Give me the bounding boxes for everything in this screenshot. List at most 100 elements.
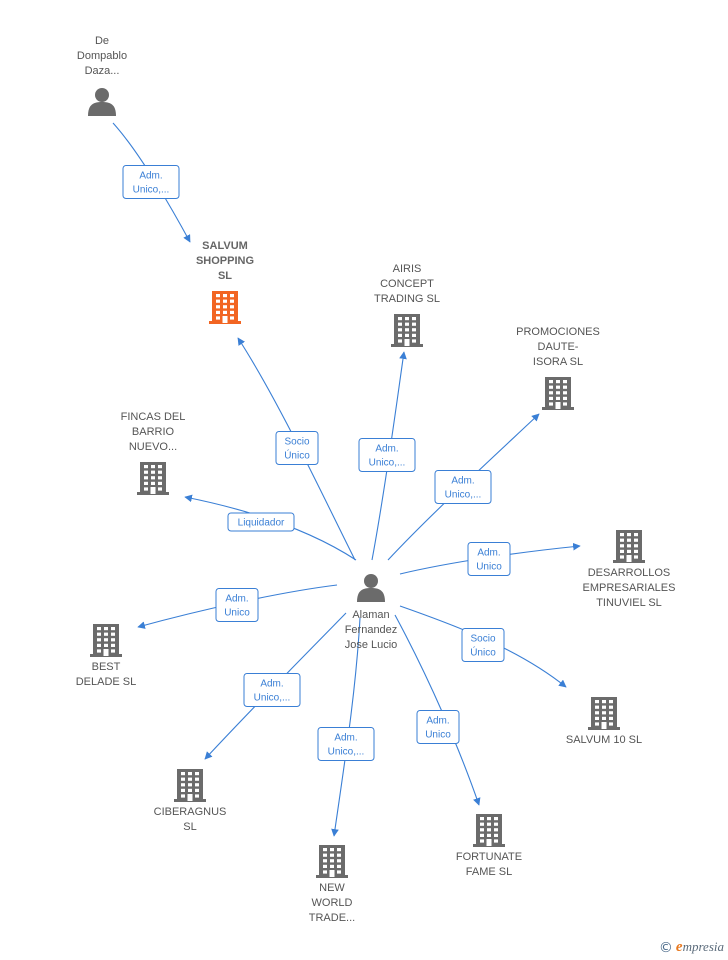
node-best[interactable]: BEST DELADE SL — [76, 624, 137, 688]
node-label: CONCEPT — [380, 278, 434, 290]
node-label: EMPRESARIALES — [583, 582, 676, 594]
edge-label-box[interactable] — [122, 165, 180, 199]
copyright-icon: © — [658, 939, 673, 956]
edge-label-text: Unico — [425, 730, 451, 741]
edge-label-text: Adm. — [477, 548, 500, 559]
person-icon[interactable] — [357, 574, 385, 602]
brand-logo[interactable]: empresia — [675, 939, 724, 955]
node-label: DESARROLLOS — [588, 567, 671, 579]
edge-label-text: Unico,... — [445, 490, 482, 501]
building-icon[interactable] — [391, 314, 423, 347]
node-label: FORTUNATE — [456, 851, 522, 863]
edge-label-text: Adm. — [139, 171, 162, 182]
node-label: NUEVO... — [129, 441, 177, 453]
edge-alaman-best[interactable]: Adm. Unico — [137, 584, 338, 629]
edge-label-text: Adm. — [225, 594, 248, 605]
edge-label-box[interactable] — [467, 542, 511, 576]
node-fortunate[interactable]: FORTUNATE FAME SL — [456, 814, 522, 878]
node-label: Fernandez — [345, 624, 398, 636]
node-label: FAME SL — [466, 866, 512, 878]
node-label: SALVUM 10 SL — [566, 734, 642, 746]
node-salvum10[interactable]: SALVUM 10 SL — [566, 697, 642, 746]
building-icon[interactable] — [90, 624, 122, 657]
node-fincas[interactable]: FINCAS DEL BARRIO NUEVO... — [121, 411, 186, 495]
edge-label-box[interactable] — [227, 512, 295, 532]
building-icon[interactable] — [473, 814, 505, 847]
node-label: BEST — [92, 661, 121, 673]
node-label: De — [95, 35, 109, 47]
edge-label-box[interactable] — [243, 673, 301, 707]
node-newworld[interactable]: NEW WORLD TRADE... — [309, 845, 355, 924]
person-icon[interactable] — [88, 88, 116, 116]
node-label: DELADE SL — [76, 676, 137, 688]
node-label: SHOPPING — [196, 255, 254, 267]
edge-label-text: Unico — [224, 608, 250, 619]
edge-label-text: Unico,... — [369, 458, 406, 469]
edge-alaman-ciberagnus[interactable]: Adm.Unico,... — [204, 612, 347, 760]
edge-alaman-desarrollos[interactable]: Adm. Unico — [399, 542, 581, 576]
edge-label-text: Socio — [284, 437, 309, 448]
node-label: FINCAS DEL — [121, 411, 186, 423]
node-label: DAUTE- — [538, 341, 579, 353]
edge-label-box[interactable] — [317, 727, 375, 761]
edge-alaman-airis[interactable]: Adm. Unico,... — [358, 351, 416, 561]
edge-label-box[interactable] — [416, 710, 460, 744]
node-label: TRADE... — [309, 912, 355, 924]
node-dedompablo[interactable]: DeDompabloDaza... — [77, 35, 127, 116]
edge-label-text: Adm. — [426, 716, 449, 727]
edge-label-text: Adm. — [375, 444, 398, 455]
node-label: NEW — [319, 882, 345, 894]
node-label: Alaman — [352, 609, 389, 621]
edge-label-box[interactable] — [215, 588, 259, 622]
edge-alaman-newworld[interactable]: Adm.Unico,... — [317, 617, 375, 837]
node-promociones[interactable]: PROMOCIONES DAUTE- ISORA SL — [516, 326, 600, 410]
edge-label-text: Unico,... — [254, 693, 291, 704]
node-salvum_shopping[interactable]: SALVUM SHOPPING SL — [196, 240, 254, 324]
copyright-footer: © empresia — [659, 939, 724, 956]
edge-label-text: Unico — [476, 562, 502, 573]
node-label: PROMOCIONES — [516, 326, 600, 338]
building-icon[interactable] — [137, 462, 169, 495]
building-icon[interactable] — [588, 697, 620, 730]
node-label: AIRIS — [393, 263, 422, 275]
node-label: Jose Lucio — [345, 639, 398, 651]
node-label: ISORA SL — [533, 356, 583, 368]
edge-alaman-fortunate[interactable]: Adm. Unico — [394, 614, 481, 806]
edge-alaman-fincas[interactable]: Liquidador — [184, 494, 357, 561]
node-label: BARRIO — [132, 426, 175, 438]
edge-label-box[interactable] — [275, 431, 319, 465]
building-icon[interactable] — [174, 769, 206, 802]
building-icon[interactable] — [613, 530, 645, 563]
edge-label-text: Unico,... — [328, 747, 365, 758]
edge-label-text: Unico,... — [133, 185, 170, 196]
node-label: Daza... — [85, 65, 120, 77]
node-desarrollos[interactable]: DESARROLLOS EMPRESARIALES TINUVIEL SL — [583, 530, 676, 609]
edge-label-text: Único — [284, 449, 310, 462]
edge-label-text: Único — [470, 646, 496, 659]
node-label: WORLD — [312, 897, 353, 909]
edge-label-box[interactable] — [434, 470, 492, 504]
building-icon[interactable] — [209, 291, 241, 324]
edge-alaman-promociones[interactable]: Adm. Unico,... — [387, 413, 540, 561]
node-label: CIBERAGNUS — [154, 806, 227, 818]
edge-label-box[interactable] — [358, 438, 416, 472]
building-icon[interactable] — [542, 377, 574, 410]
node-label: SALVUM — [202, 240, 248, 252]
node-label: Dompablo — [77, 50, 127, 62]
edge-line — [331, 617, 361, 837]
edge-label-box[interactable] — [461, 628, 505, 662]
edges-layer: Adm.Unico,...SocioÚnicoAdm.Unico,...Adm.… — [112, 122, 581, 837]
building-icon[interactable] — [316, 845, 348, 878]
edge-label-text: Socio — [470, 634, 495, 645]
node-label: SL — [218, 270, 232, 282]
node-label: TINUVIEL SL — [596, 597, 662, 609]
edge-dedompablo-salvum_shopping[interactable]: Adm. Unico,... — [112, 122, 191, 243]
edge-label-text: Adm. — [451, 476, 474, 487]
